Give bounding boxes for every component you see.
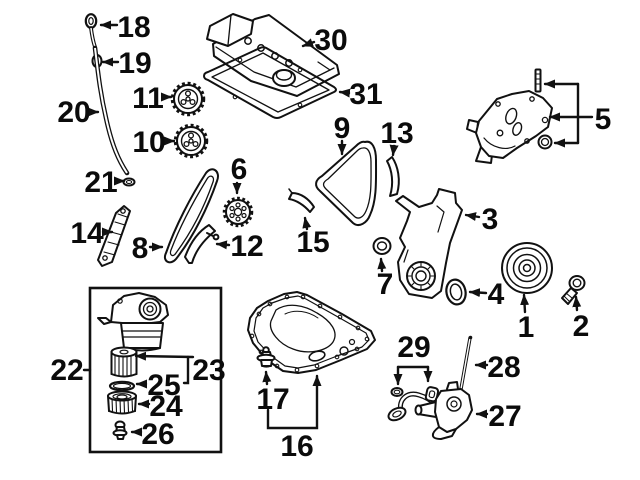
- chain-guide-rail-drawing: [184, 224, 220, 264]
- callout-label-24: 24: [149, 390, 183, 423]
- callout-label-25: 25: [147, 369, 180, 402]
- callout-label-7: 7: [377, 268, 394, 301]
- callout-labels: 1 2 3 4 5 6 7 8 9 10 11 12 13 14 15 16 1…: [50, 11, 611, 463]
- oil-filter-cap-drawing: [107, 390, 137, 415]
- oil-filter-kit-box: [88, 286, 223, 454]
- oil-filter-element-drawing: [110, 346, 138, 378]
- oil-pan-drawing: [247, 291, 376, 374]
- timing-cover-upper-drawing: [466, 68, 553, 164]
- callout-label-17: 17: [256, 383, 289, 416]
- seal-ring-drawing: [445, 278, 467, 306]
- callout-label-13: 13: [380, 117, 413, 150]
- callout-label-21: 21: [84, 166, 117, 199]
- dipstick-assembly-drawing: [84, 13, 136, 187]
- callout-label-27: 27: [488, 400, 521, 433]
- callout-label-30: 30: [314, 24, 347, 57]
- callout-label-11: 11: [132, 82, 164, 115]
- callout-label-16: 16: [280, 430, 313, 463]
- chain-sprocket-drawing: [222, 196, 254, 228]
- crankshaft-pulley-bolt-drawing: [561, 275, 586, 305]
- curved-chain-guide-drawing: [288, 188, 315, 213]
- callout-label-12: 12: [230, 230, 263, 263]
- callout-label-9: 9: [334, 112, 351, 145]
- callout-label-20: 20: [57, 96, 90, 129]
- leader-lines: [82, 20, 594, 437]
- oil-drain-plug-drawing: [256, 346, 276, 368]
- callout-label-26: 26: [141, 418, 174, 451]
- callout-label-23: 23: [192, 354, 225, 387]
- callout-label-1: 1: [518, 311, 535, 344]
- chain-tensioner-rail-drawing: [97, 205, 131, 267]
- callout-label-31: 31: [349, 78, 382, 111]
- suction-pipe-o-ring-drawing: [390, 387, 404, 397]
- callout-label-14: 14: [70, 217, 104, 250]
- filter-cap-o-ring-drawing: [108, 380, 136, 392]
- oil-pump-assembly-drawing: [387, 335, 473, 440]
- callout-label-19: 19: [118, 47, 151, 80]
- timing-cover-lower-drawing: [395, 188, 463, 299]
- crankshaft-pulley-drawing: [501, 242, 553, 294]
- callout-label-18: 18: [117, 11, 150, 44]
- callout-label-4: 4: [488, 278, 505, 311]
- upper-chain-guide-drawing: [386, 156, 400, 197]
- callout-label-29: 29: [397, 331, 430, 364]
- camshaft-adjuster-lower-drawing: [173, 123, 209, 159]
- callout-label-15: 15: [296, 226, 329, 259]
- timing-chain-drawing: [164, 168, 219, 264]
- shaft-seal-drawing: [372, 237, 392, 255]
- callout-label-3: 3: [482, 203, 499, 236]
- callout-label-6: 6: [231, 153, 248, 186]
- callout-label-2: 2: [573, 310, 590, 343]
- camshaft-adjuster-upper-drawing: [170, 81, 206, 117]
- callout-label-5: 5: [595, 103, 612, 136]
- callout-label-28: 28: [487, 351, 520, 384]
- callout-label-22: 22: [50, 354, 83, 387]
- cylinder-head-cover-gasket-drawing: [203, 46, 337, 119]
- filter-housing-drain-plug-drawing: [112, 420, 128, 440]
- oil-filter-housing-drawing: [97, 292, 169, 352]
- callout-label-10: 10: [132, 126, 165, 159]
- callout-label-8: 8: [132, 232, 149, 265]
- secondary-timing-chain-drawing: [315, 140, 378, 226]
